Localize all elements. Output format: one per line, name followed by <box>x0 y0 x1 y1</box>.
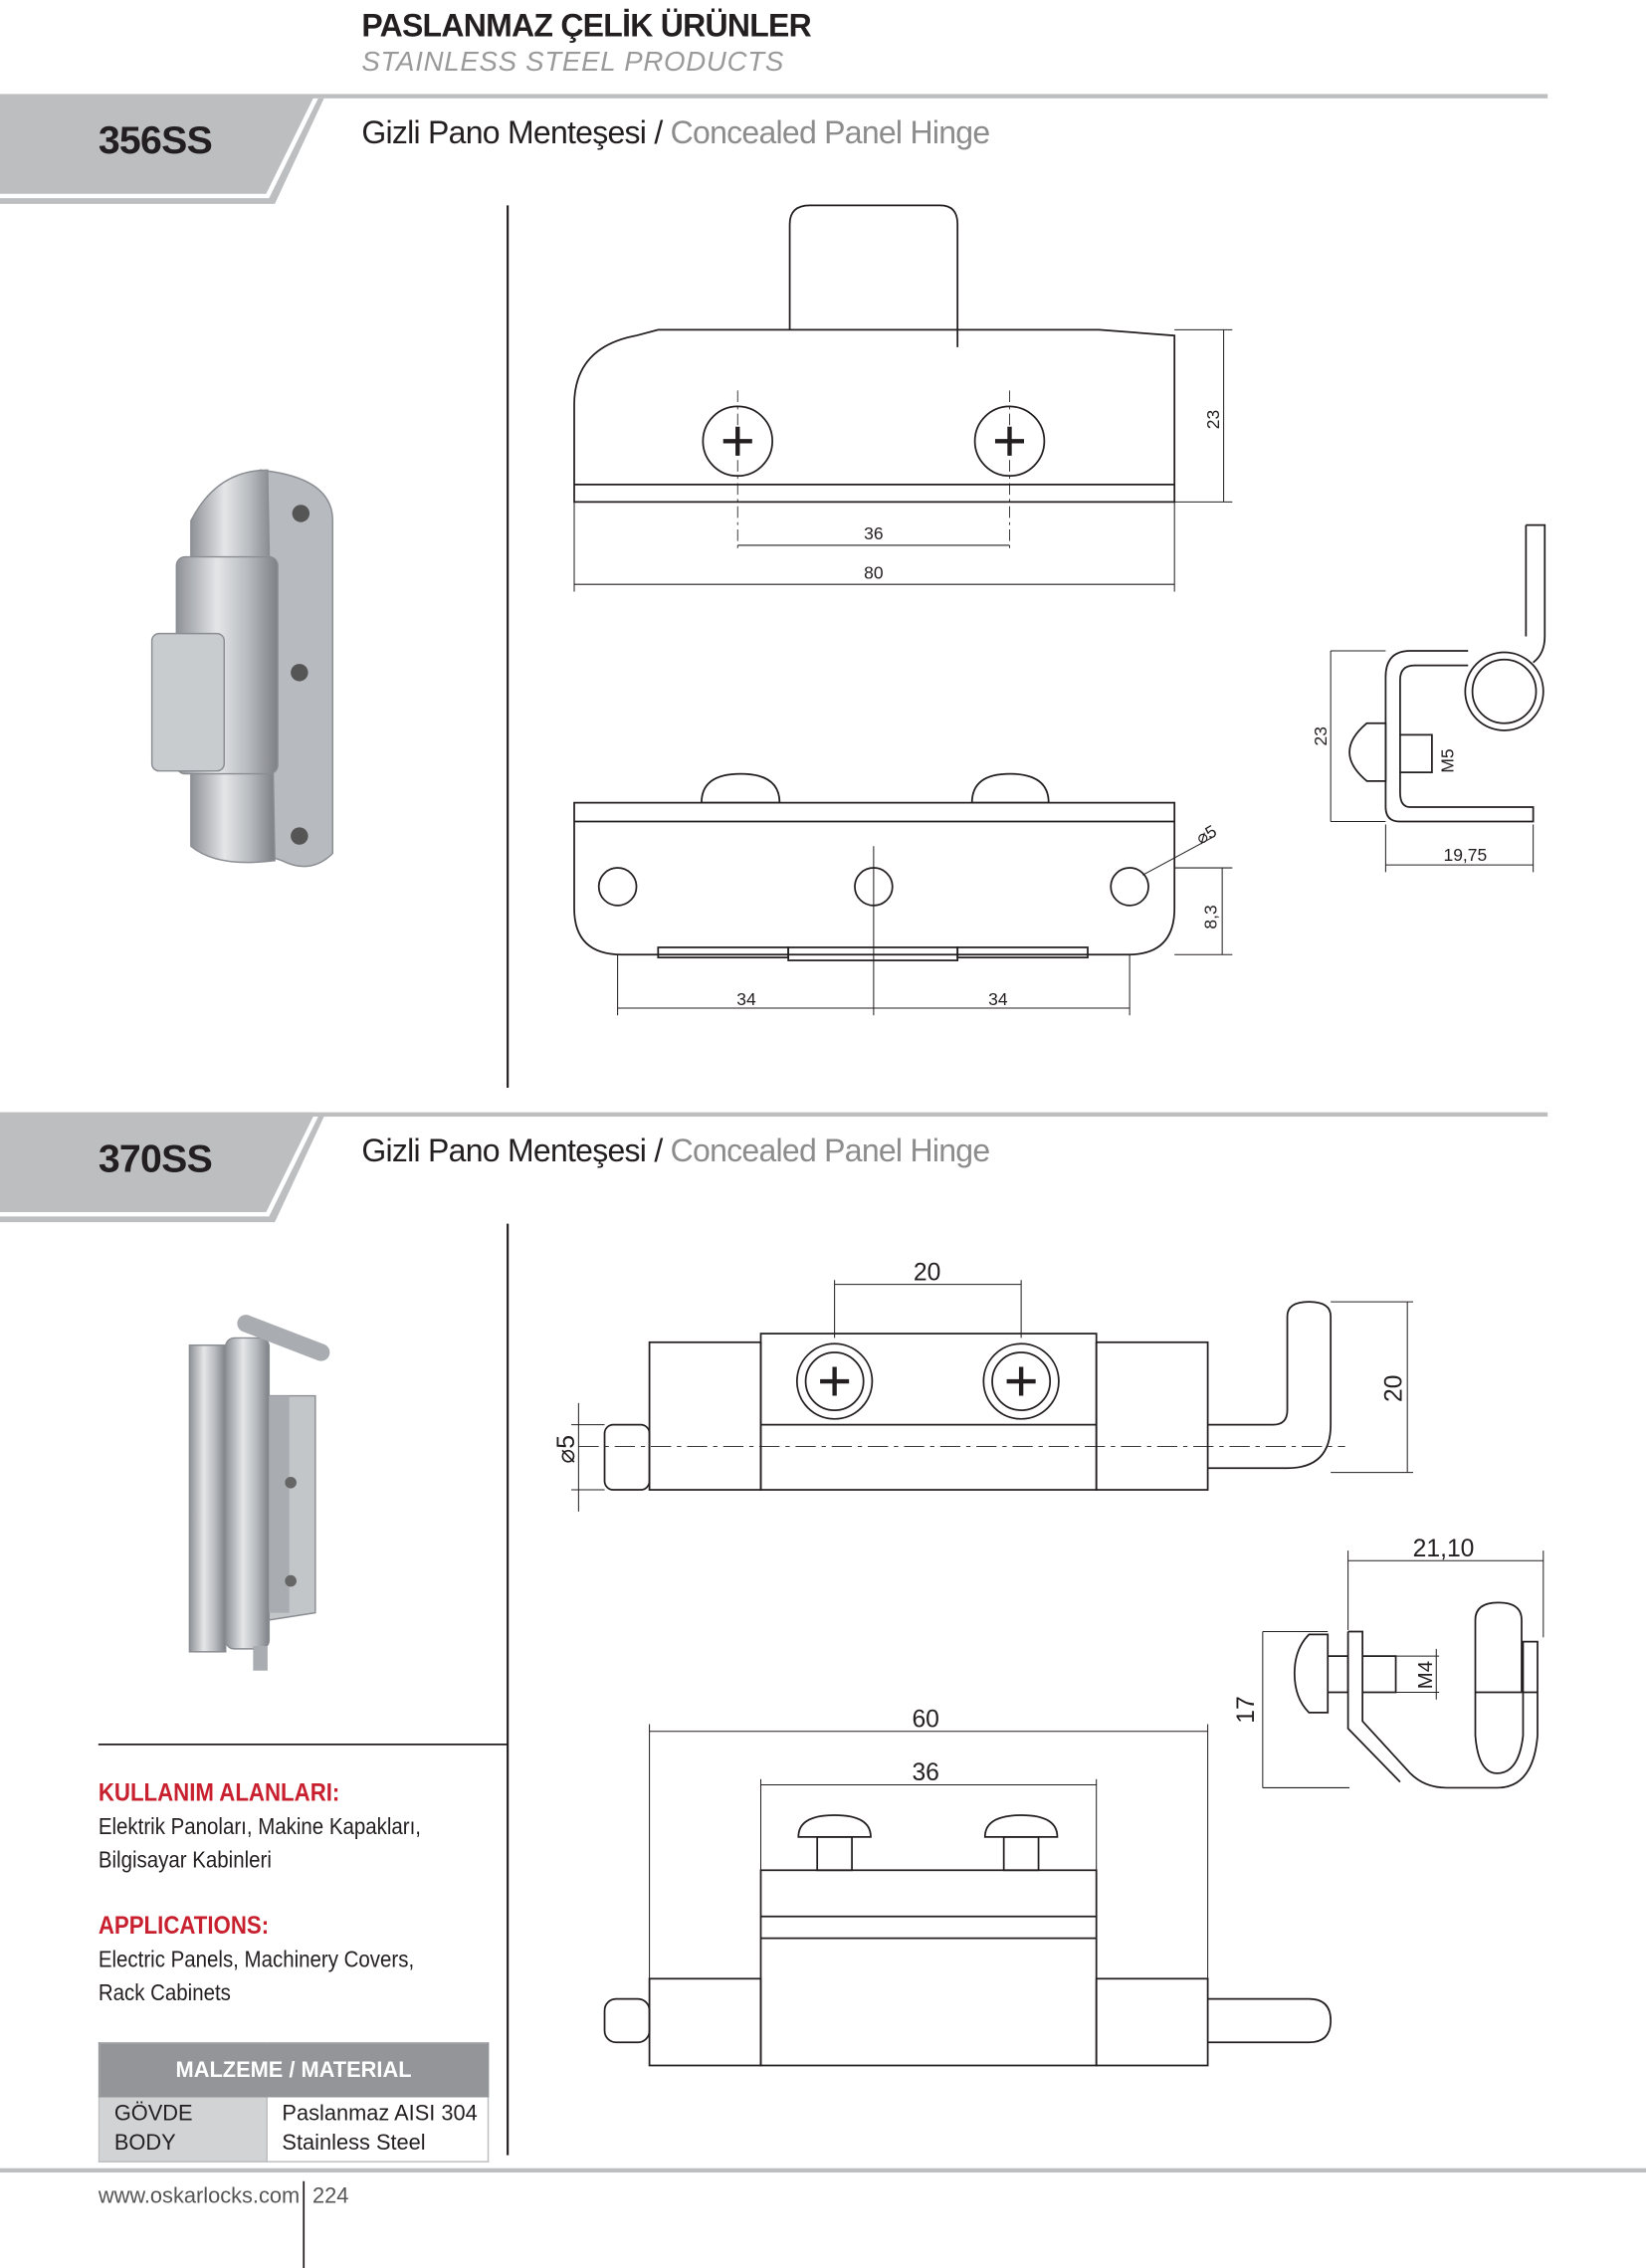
drawing-356ss-bottom <box>573 772 1233 1016</box>
dim-label: 21,10 <box>1413 1536 1475 1562</box>
applications-heading-tr: KULLANIM ALANLARI: <box>98 1778 340 1807</box>
applications-line: Elektrik Panoları, Makine Kapakları, <box>98 1815 422 1840</box>
title-separator: / <box>646 113 671 151</box>
dim-label: 36 <box>864 523 883 543</box>
drawing-370ss-front <box>571 1280 1414 1512</box>
product-code: 370SS <box>98 1136 213 1180</box>
applications-heading-en: APPLICATIONS: <box>98 1912 270 1941</box>
dim-label: ⌀5 <box>553 1435 580 1464</box>
material-table: MALZEME / MATERIAL GÖVDE BODY Paslanmaz A… <box>98 2042 490 2163</box>
product-name-en: Concealed Panel Hinge <box>670 1133 990 1169</box>
material-value-en: Stainless Steel <box>282 2130 426 2156</box>
drawing-370ss-side <box>1262 1550 1544 1789</box>
material-table-header: MALZEME / MATERIAL <box>98 2042 490 2098</box>
applications-text-en: Electric Panels, Machinery Covers, Rack … <box>99 1944 414 2010</box>
product-title: Gizli Pano Menteşesi / Concealed Panel H… <box>361 1133 990 1170</box>
product-band-370ss <box>0 1112 1548 1223</box>
product-name-tr: Gizli Pano Menteşesi <box>361 113 647 151</box>
section-subtitle: STAINLESS STEEL PRODUCTS <box>361 47 784 79</box>
product-name-tr: Gizli Pano Menteşesi <box>361 1133 647 1169</box>
applications-text-tr: Elektrik Panoları, Makine Kapakları, Bil… <box>99 1811 421 1878</box>
dim-label: 17 <box>1233 1696 1260 1723</box>
dim-label: M5 <box>1438 748 1458 772</box>
title-separator: / <box>646 1133 671 1169</box>
footer-website[interactable]: www.oskarlocks.com <box>98 2183 301 2209</box>
material-value-tr: Paslanmaz AISI 304 <box>282 2101 478 2127</box>
dim-label: 60 <box>912 1706 938 1733</box>
dim-label: 8,3 <box>1200 905 1220 928</box>
product-band-356ss <box>0 94 1548 204</box>
page-number: 224 <box>311 2183 349 2209</box>
applications-line: Bilgisayar Kabinleri <box>98 1848 272 1874</box>
material-key-tr: GÖVDE <box>113 2101 193 2127</box>
dim-label: 20 <box>1380 1375 1407 1402</box>
dim-label: 23 <box>1203 410 1223 429</box>
material-key: GÖVDE BODY <box>98 2096 268 2163</box>
product-photo-356ss <box>150 469 334 868</box>
product-code: 356SS <box>98 118 213 162</box>
dim-label: 19,75 <box>1444 845 1488 865</box>
dim-label: 36 <box>912 1759 938 1786</box>
dim-label: 34 <box>736 989 756 1009</box>
footer-rule <box>0 2167 1646 2173</box>
product-name-en: Concealed Panel Hinge <box>670 113 990 151</box>
dim-label: 34 <box>988 989 1008 1009</box>
drawing-356ss-side <box>1330 523 1546 873</box>
product-title: Gizli Pano Menteşesi / Concealed Panel H… <box>361 113 990 152</box>
applications-line: Rack Cabinets <box>98 1981 231 2006</box>
drawing-356ss-top <box>573 204 1233 592</box>
dim-label: 23 <box>1311 726 1331 745</box>
dim-label: M4 <box>1415 1661 1437 1689</box>
product-photo-370ss <box>188 1315 330 1671</box>
material-key-en: BODY <box>113 2130 176 2156</box>
dim-label: ⌀5 <box>1192 821 1219 848</box>
dim-label: 80 <box>864 562 884 582</box>
section-title: PASLANMAZ ÇELİK ÜRÜNLER <box>361 7 812 44</box>
applications-line: Electric Panels, Machinery Covers, <box>98 1948 415 1973</box>
drawing-370ss-bottom <box>603 1724 1333 2067</box>
dim-label: 20 <box>914 1259 940 1286</box>
